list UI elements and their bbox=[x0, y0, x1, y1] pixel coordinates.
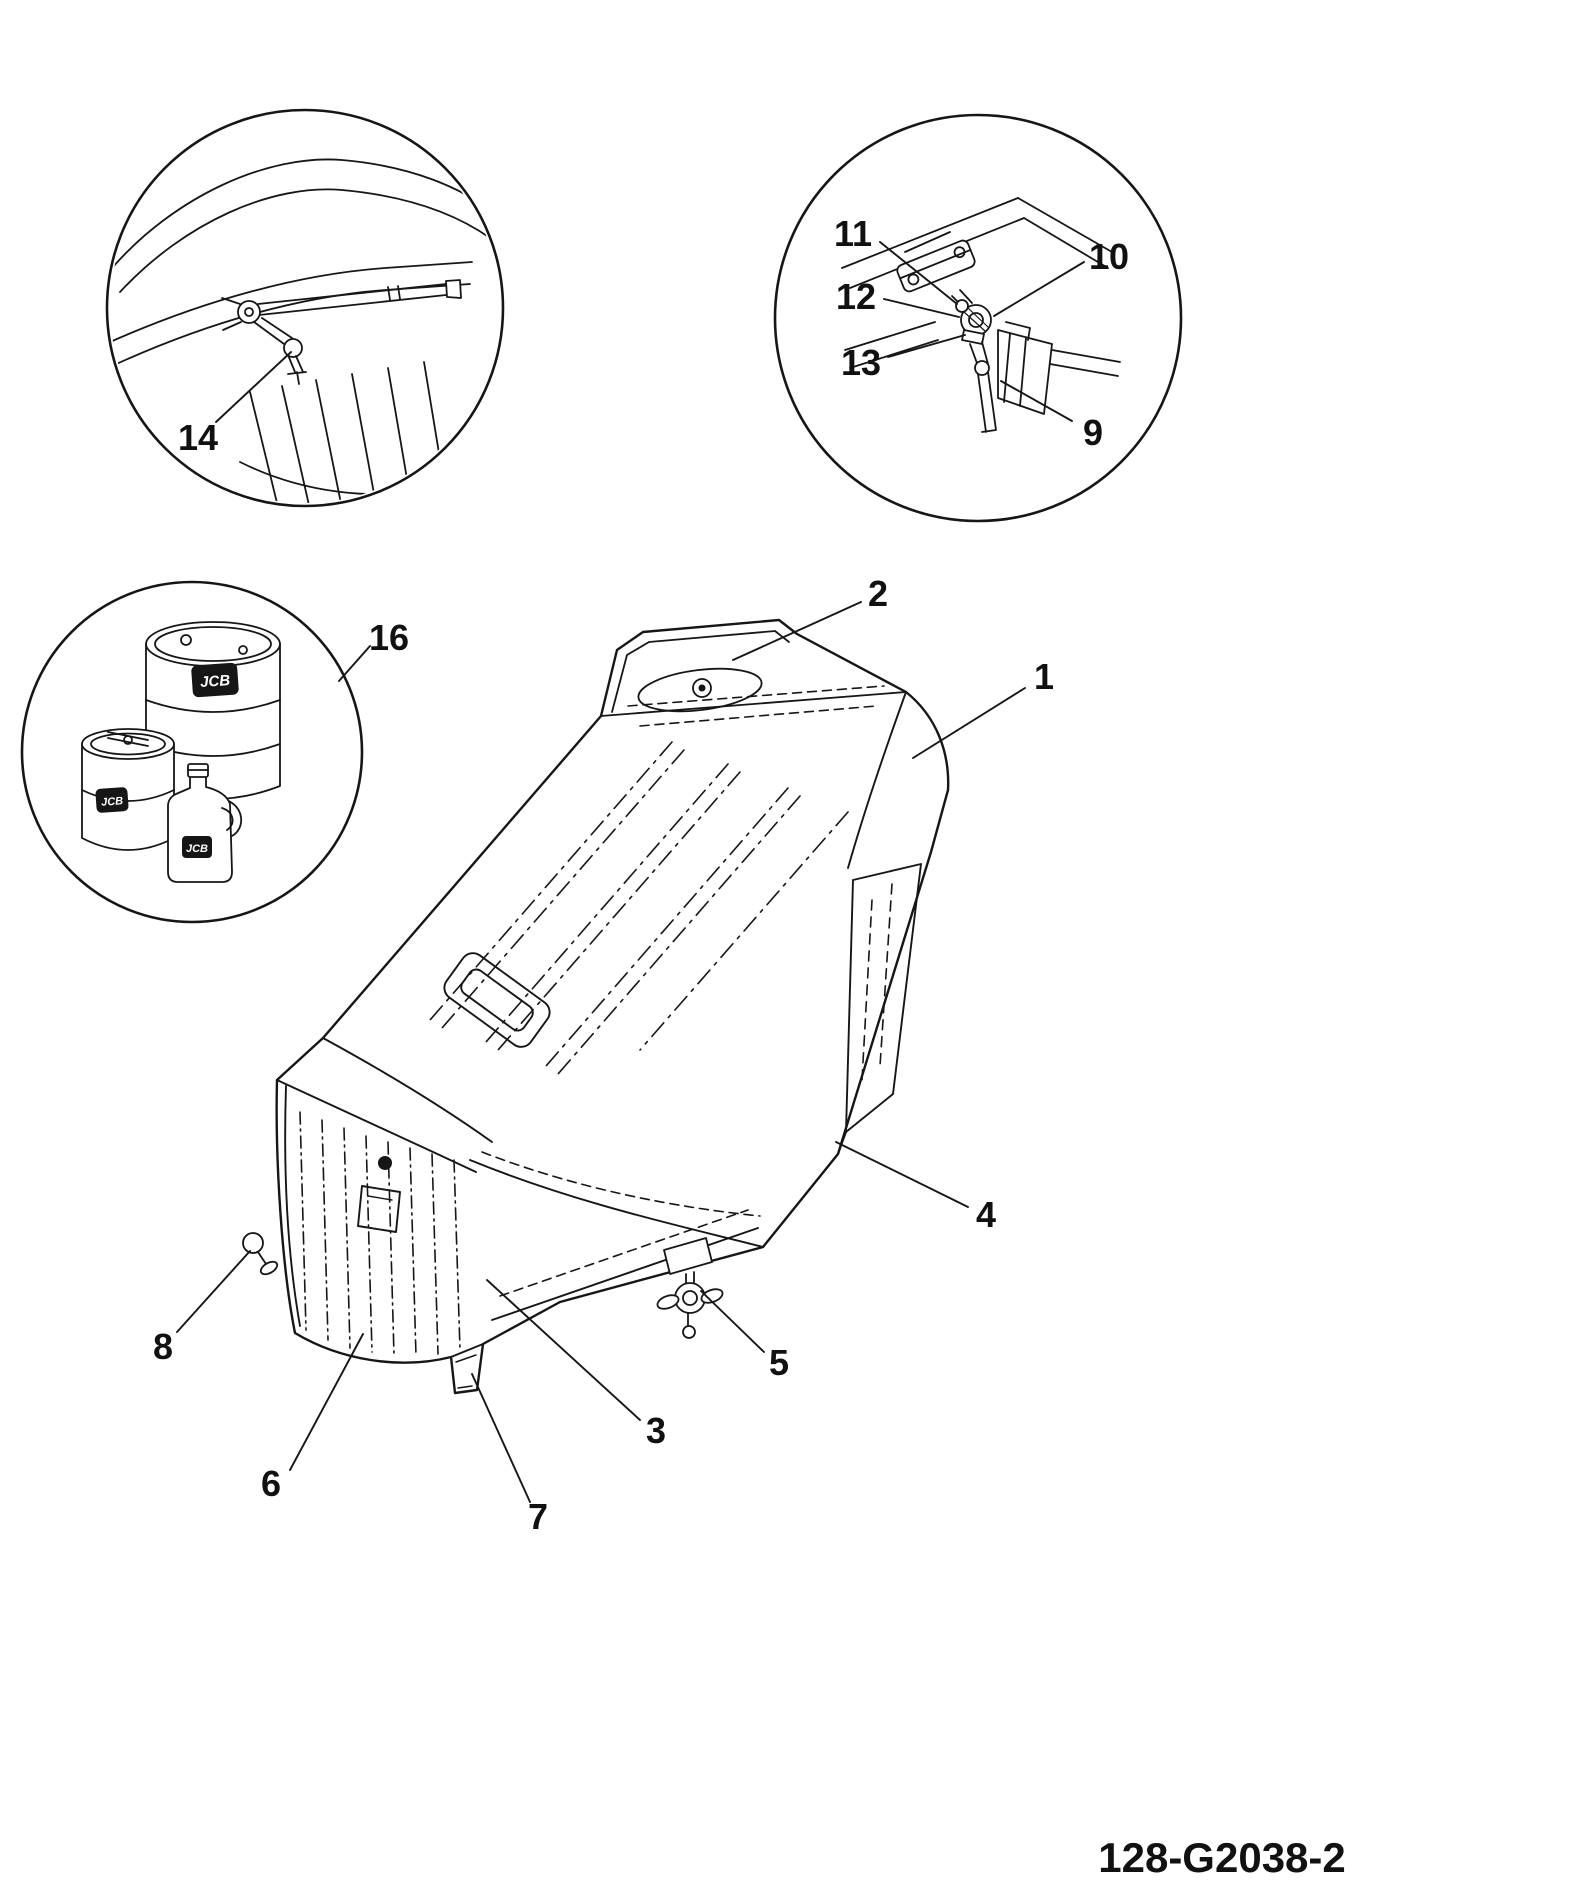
leader-4 bbox=[835, 1141, 969, 1208]
hood-hidden-edges bbox=[481, 685, 885, 1297]
callout-11: 11 bbox=[833, 213, 873, 254]
main-assembly bbox=[242, 618, 950, 1395]
callout-9: 9 bbox=[1082, 412, 1104, 453]
side-frame bbox=[837, 691, 922, 1155]
oil-drum-large: JCB bbox=[145, 621, 281, 800]
leader-5 bbox=[700, 1290, 765, 1353]
leader-9 bbox=[1000, 380, 1073, 422]
jcb-logo: JCB bbox=[101, 795, 124, 809]
callout-7: 7 bbox=[527, 1496, 549, 1537]
detail-view-strut bbox=[105, 108, 505, 508]
leader-3 bbox=[486, 1279, 641, 1421]
callout-10: 10 bbox=[1088, 236, 1130, 277]
leader-2 bbox=[732, 601, 862, 661]
leader-7 bbox=[471, 1373, 531, 1503]
latch-assembly bbox=[656, 1237, 724, 1339]
oil-drum-small: JCB bbox=[81, 728, 175, 851]
callout-5: 5 bbox=[768, 1342, 790, 1383]
leader-6 bbox=[289, 1333, 364, 1471]
callout-16: 16 bbox=[368, 617, 410, 658]
leader-14 bbox=[215, 351, 292, 423]
oil-kit-view: JCB JCB bbox=[20, 580, 364, 924]
leader-10 bbox=[993, 261, 1085, 317]
callout-14: 14 bbox=[177, 417, 219, 458]
jcb-logo: JCB bbox=[186, 843, 208, 855]
lock-button bbox=[378, 1156, 392, 1170]
callout-1: 1 bbox=[1033, 656, 1055, 697]
callout-8: 8 bbox=[152, 1326, 174, 1367]
leader-13 bbox=[887, 334, 966, 358]
front-panel bbox=[276, 1037, 493, 1357]
detail-view-latch bbox=[773, 113, 1183, 523]
callout-12: 12 bbox=[835, 276, 877, 317]
leader-11 bbox=[879, 241, 958, 305]
callout-3: 3 bbox=[645, 1410, 667, 1451]
leader-lines bbox=[176, 241, 1085, 1503]
bottom-rail bbox=[450, 1159, 764, 1389]
leader-8 bbox=[176, 1250, 251, 1333]
drawing-number: 128-G2038-2 bbox=[1098, 1834, 1346, 1881]
lock-plate bbox=[357, 1185, 401, 1233]
leader-1 bbox=[912, 687, 1026, 759]
hood-handle-recess bbox=[443, 952, 551, 1048]
leader-16 bbox=[338, 645, 371, 682]
leader-12 bbox=[883, 298, 960, 318]
callout-13: 13 bbox=[840, 342, 882, 383]
oil-jug: JCB bbox=[167, 763, 242, 883]
callout-2: 2 bbox=[867, 573, 889, 614]
cowl-silhouette bbox=[275, 618, 950, 1395]
callout-4: 4 bbox=[975, 1194, 997, 1235]
ball-stud bbox=[242, 1232, 279, 1276]
top-cap bbox=[600, 630, 907, 717]
callout-6: 6 bbox=[260, 1463, 282, 1504]
hood-ribs bbox=[429, 741, 849, 1075]
jcb-logo: JCB bbox=[200, 672, 231, 691]
